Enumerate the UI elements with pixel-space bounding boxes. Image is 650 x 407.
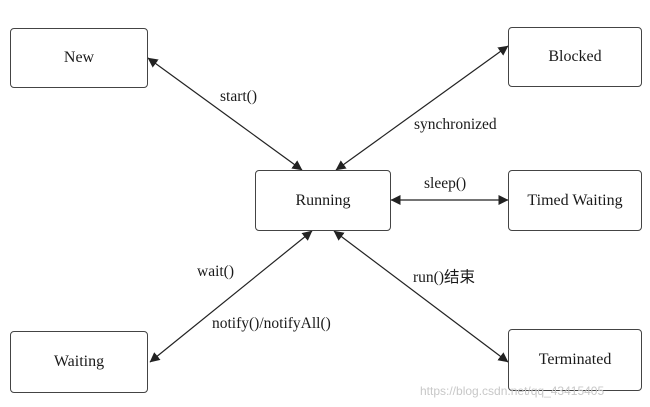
label-sleep: sleep(): [424, 175, 467, 192]
state-blocked: Blocked: [508, 27, 642, 87]
label-notify: notify()/notifyAll(): [212, 315, 331, 332]
state-waiting: Waiting: [10, 331, 148, 393]
arrow-new-running: [147, 57, 303, 171]
watermark-url: https://blog.csdn.net/qq_43415405: [420, 384, 605, 398]
state-running: Running: [255, 170, 391, 231]
arrow-running-terminated: [333, 230, 509, 363]
label-wait: wait(): [197, 263, 235, 280]
arrow-blocked-running: [335, 45, 509, 171]
arrow-waiting-running: [149, 230, 313, 363]
state-timed-waiting: Timed Waiting: [508, 170, 642, 231]
state-terminated: Terminated: [508, 329, 642, 391]
label-run-end: run()结束: [413, 269, 475, 286]
label-start: start(): [220, 88, 258, 105]
state-new: New: [10, 28, 148, 88]
label-synchronized: synchronized: [414, 116, 497, 133]
